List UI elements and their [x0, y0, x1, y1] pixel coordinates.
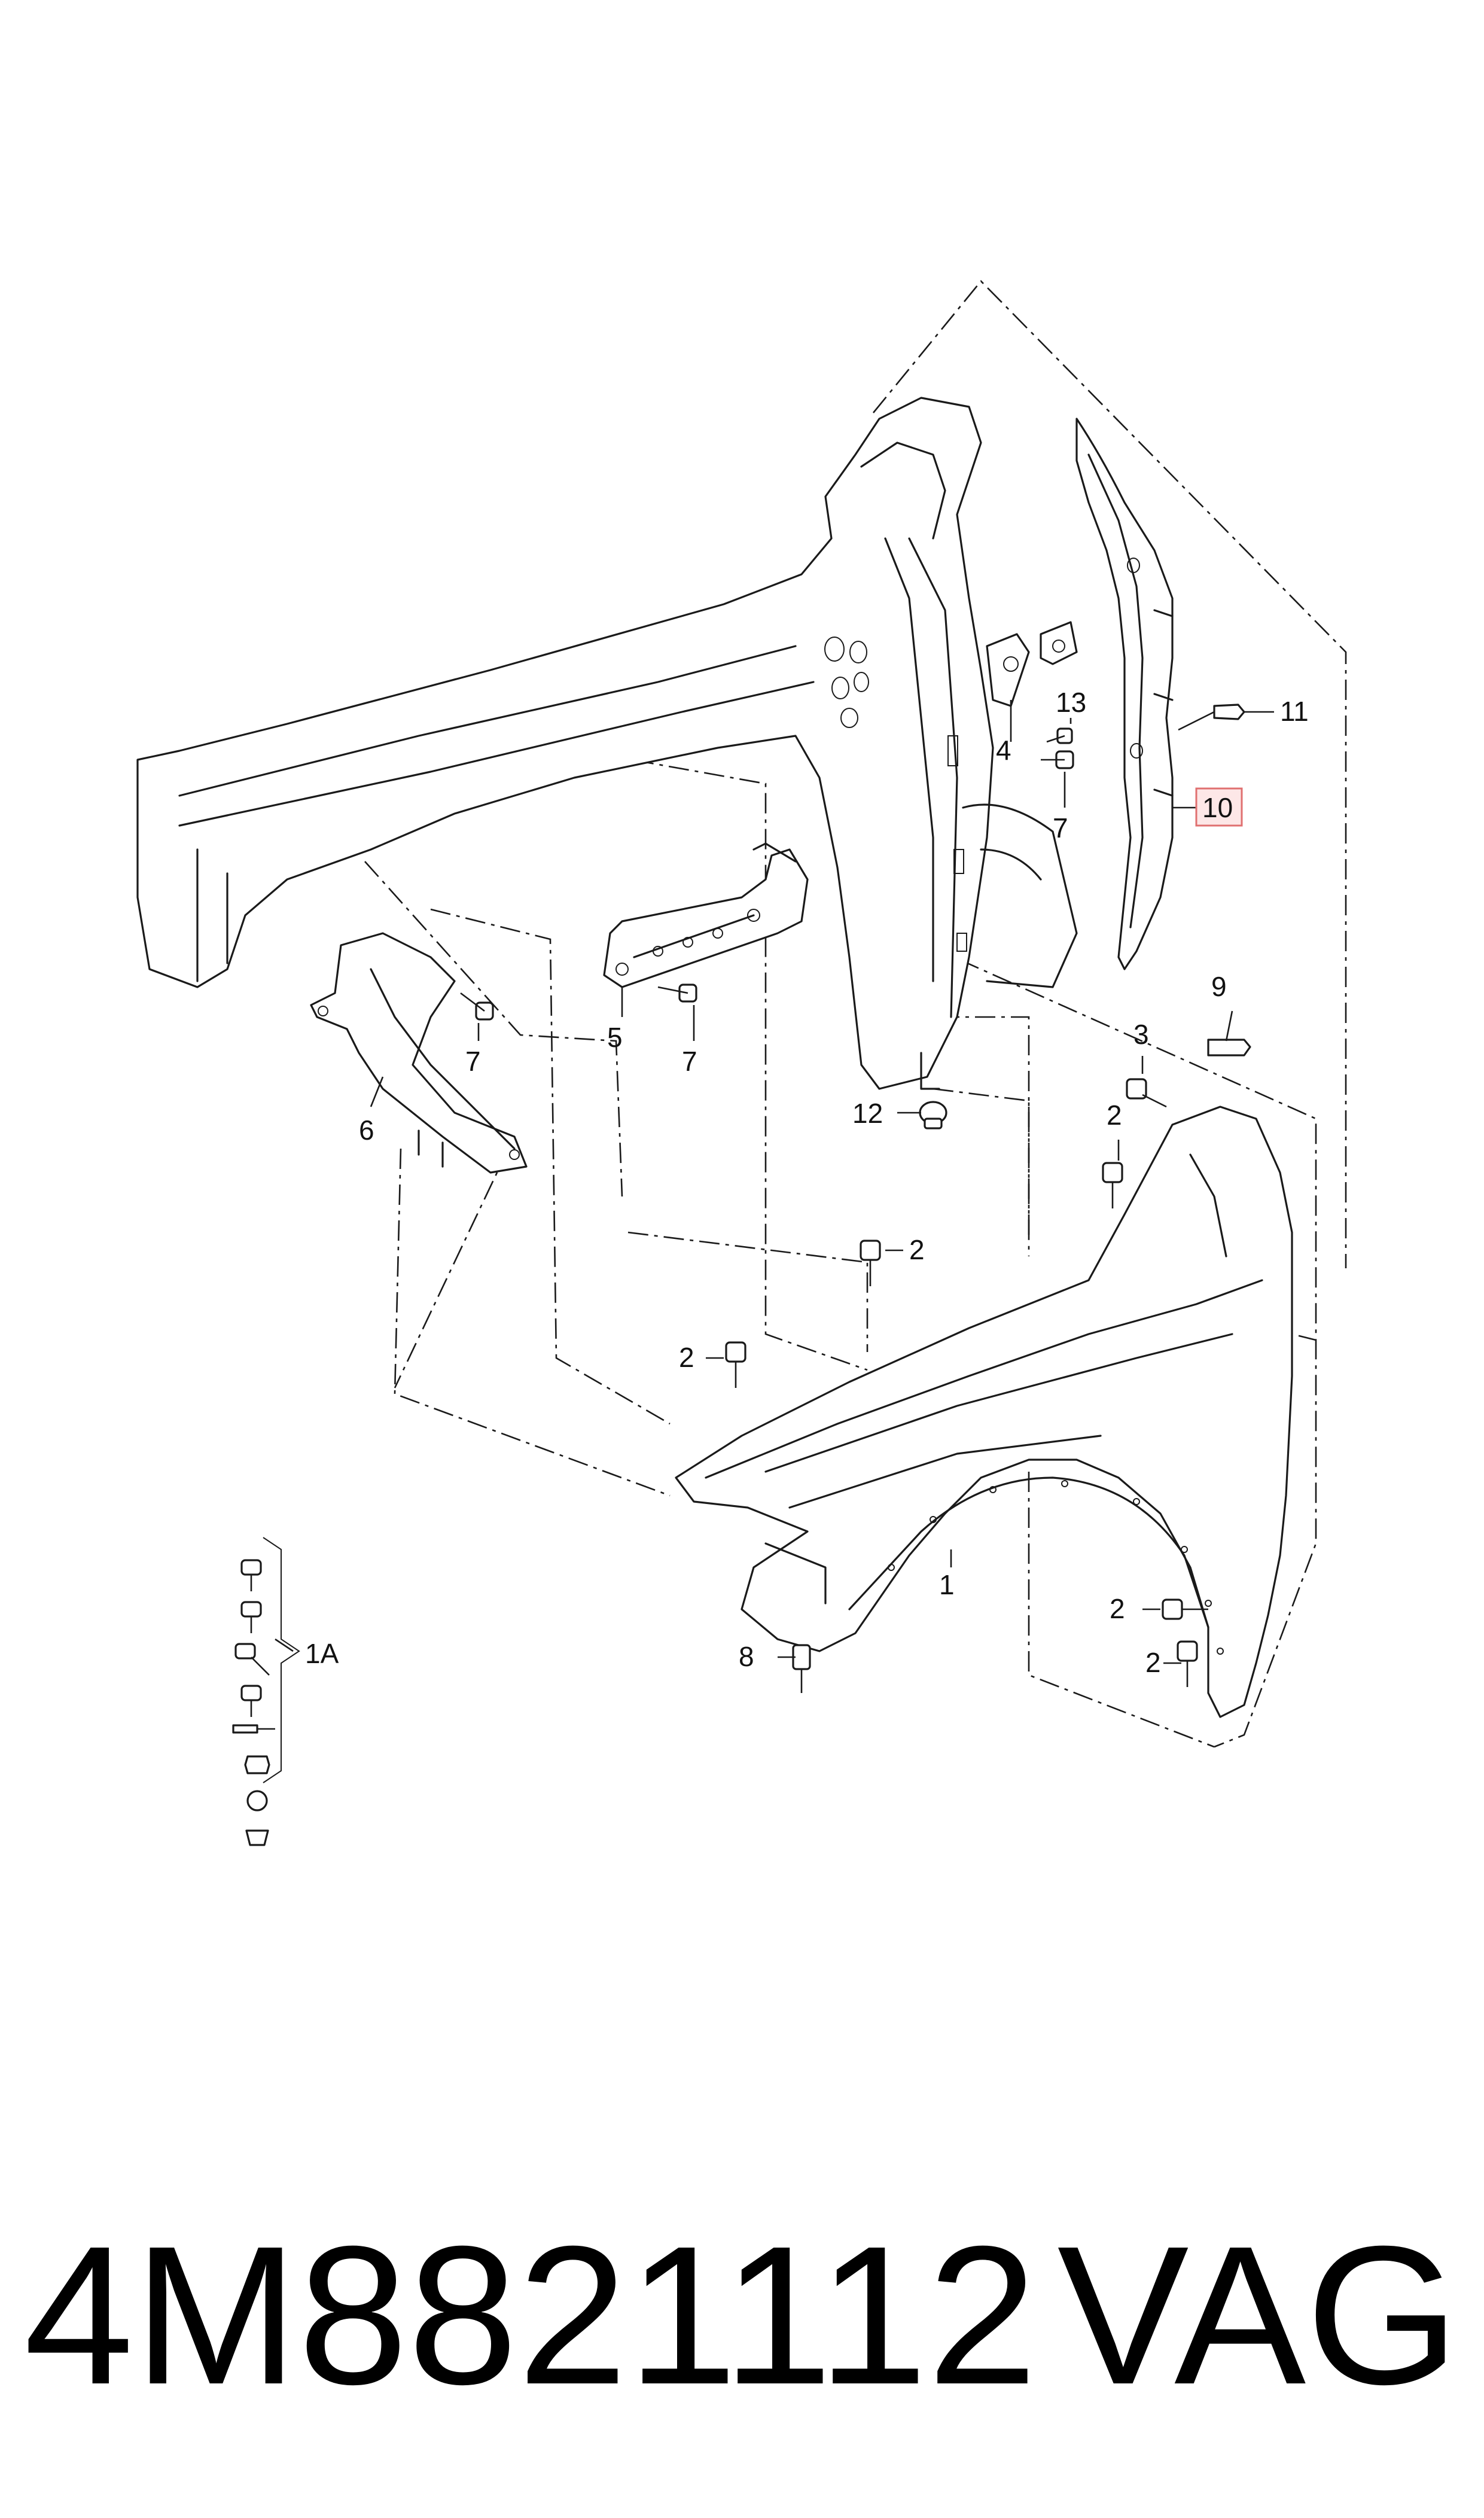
- callout-3: 3: [1133, 1019, 1149, 1050]
- callout-2-rear-top: 2: [1107, 1100, 1122, 1131]
- callout-leaders: [263, 700, 1274, 1783]
- callout-13: 13: [1056, 687, 1086, 718]
- fasteners: [232, 704, 1251, 1846]
- assembly-dash-lines: [364, 280, 1347, 1748]
- callout-9: 9: [1211, 971, 1227, 1002]
- callout-1a: 1A: [305, 1638, 339, 1669]
- callout-6: 6: [359, 1115, 374, 1146]
- callout-11: 11: [1280, 696, 1309, 727]
- callout-5: 5: [607, 1022, 623, 1053]
- part-10-seal-strip: [1075, 418, 1174, 970]
- callout-7-right: 7: [1053, 812, 1068, 844]
- callout-1: 1: [939, 1569, 955, 1600]
- callout-4: 4: [996, 735, 1011, 766]
- callout-2-bracket: 2: [909, 1234, 925, 1265]
- part-number: 4M8821112: [24, 2205, 1038, 2425]
- callout-2-lower: 2: [1145, 1647, 1161, 1678]
- bracket-4-13: [986, 621, 1078, 707]
- brand-name: VAG: [1057, 2205, 1459, 2425]
- callout-2-fender-top: 2: [679, 1342, 694, 1373]
- callout-12: 12: [852, 1098, 883, 1129]
- callout-2-arch: 2: [1110, 1593, 1125, 1624]
- callout-10: 10: [1202, 792, 1233, 823]
- callout-labels: 1 1A 2 2 2 2 2 2 3 4 5 6 7 7 7 8 9 10 11…: [305, 687, 1309, 1678]
- callout-7-middle: 7: [682, 1046, 697, 1077]
- highlight-box-part-10: [1195, 787, 1243, 827]
- callout-7-left: 7: [465, 1046, 481, 1077]
- footer: 4M8821112 VAG: [24, 2216, 1459, 2414]
- callout-8: 8: [739, 1641, 754, 1672]
- bracket-5: [603, 842, 809, 988]
- fender-part-1: [675, 1106, 1293, 1718]
- body-structure-panel: [136, 397, 1078, 1090]
- bracket-6: [310, 932, 528, 1174]
